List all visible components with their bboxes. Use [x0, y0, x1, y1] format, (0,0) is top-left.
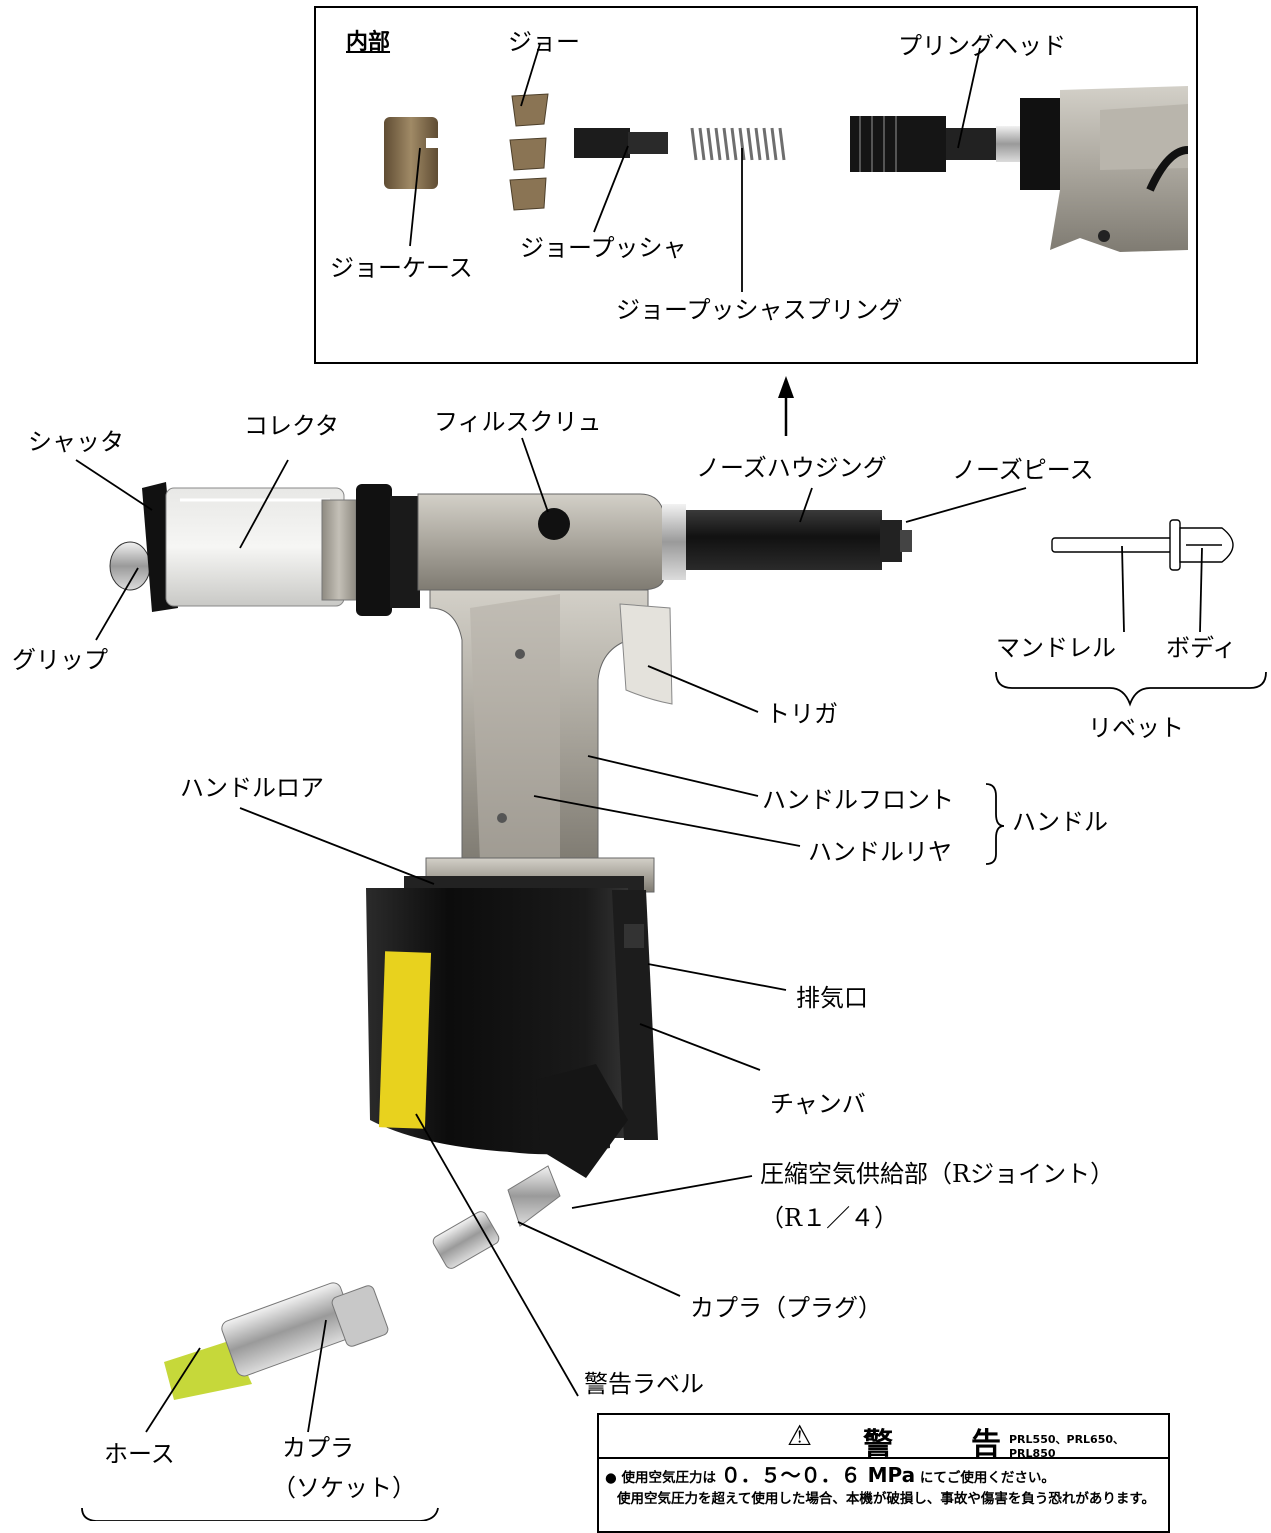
hose-brace [81, 1507, 439, 1521]
warning-title-2: 告 [971, 1427, 1001, 1462]
label-grip: グリップ [12, 646, 108, 674]
leader-lines [75, 437, 1203, 1433]
warning-line-2: 使用空気圧力を超えて使用した場合、本機が破損し、事故や傷害を負う恐れがあります。 [617, 1491, 1155, 1507]
warning-triangle-icon: ⚠ [787, 1419, 813, 1452]
tool-body-shape [417, 493, 665, 591]
internal-parts-inset: 内部 [314, 6, 1198, 364]
detail-arrow [778, 376, 794, 436]
label-coupler-socket-sub: （ソケット） [272, 1474, 416, 1502]
warning-pressure-value: ０．５～０．６ MPa [720, 1463, 916, 1487]
coupler-socket-shape [221, 1282, 357, 1377]
rivet-brace [995, 671, 1267, 707]
warning-models: PRL550、PRL650、PRL850 [1009, 1433, 1125, 1460]
warning-line-1-a: ● 使用空気圧力は [605, 1470, 716, 1486]
handle-brace [985, 783, 1005, 865]
warning-body: ● 使用空気圧力は ０．５～０．６ MPa にてご使用ください。 使用空気圧力を… [605, 1465, 1155, 1510]
label-nose-piece: ノーズピース [952, 456, 1094, 484]
label-nose-housing: ノーズハウジング [696, 454, 887, 482]
braces [81, 671, 1267, 1521]
label-chamber: チャンバ [770, 1090, 866, 1118]
label-hose: ホース [104, 1440, 175, 1468]
inset-title: 内部 [346, 29, 391, 55]
warning-title-1: 警 [863, 1427, 893, 1462]
label-handle-front: ハンドルフロント [762, 786, 954, 814]
air-joint-shape [536, 1064, 628, 1178]
inset-leader-lines [409, 43, 981, 292]
trigger-shape [619, 603, 673, 705]
label-jaw-case: ジョーケース [330, 254, 473, 282]
rivet-shape [1051, 519, 1234, 571]
label-air-supply-size: （R１／４） [760, 1204, 899, 1232]
label-shutter: シャッタ [28, 428, 124, 456]
pulling-head-shape [850, 86, 1189, 252]
collector-assembly [109, 482, 420, 616]
label-handle: ハンドル [1012, 808, 1108, 836]
label-handle-rear: ハンドルリヤ [808, 838, 952, 866]
label-pulling-head: プリングヘッド [898, 32, 1066, 60]
jaw-pusher-spring-shape [690, 127, 786, 161]
warning-line-1: ● 使用空気圧力は ０．５～０．６ MPa にてご使用ください。 [605, 1465, 1155, 1489]
label-coupler-plug: カプラ（プラグ） [690, 1294, 882, 1322]
hose-assembly [164, 1282, 389, 1400]
label-rivet: リベット [1088, 714, 1184, 742]
label-jaw-pusher: ジョープッシャ [520, 234, 687, 262]
jaw-case-shape [384, 117, 438, 189]
jaws-shape [509, 93, 549, 211]
label-fill-screw: フィルスクリュ [434, 408, 602, 436]
warning-label-sticker [378, 951, 432, 1129]
label-body: ボディ [1166, 634, 1237, 662]
nose-housing-shape [686, 510, 882, 570]
hose-shape [164, 1340, 252, 1400]
label-air-supply: 圧縮空気供給部（Rジョイント） [760, 1160, 1115, 1188]
label-collector: コレクタ [244, 412, 340, 440]
warning-box: ⚠ 警 告 PRL550、PRL650、PRL850 ● 使用空気圧力は ０．５… [597, 1413, 1170, 1533]
inset-parts [384, 86, 1189, 252]
fill-screw-shape [538, 508, 570, 540]
warning-header: ⚠ 警 告 PRL550、PRL650、PRL850 [599, 1415, 1168, 1462]
rivet-tool [109, 482, 912, 1269]
label-coupler-socket: カプラ [282, 1434, 354, 1462]
label-warning-label: 警告ラベル [584, 1370, 704, 1398]
warning-line-1-b: にてご使用ください。 [919, 1470, 1055, 1486]
label-handle-lower: ハンドルロア [180, 774, 324, 802]
label-trigger: トリガ [766, 700, 838, 728]
coupler-plug-shape [507, 1165, 561, 1227]
jaw-pusher-shape [574, 128, 630, 158]
label-jaw: ジョー [508, 28, 580, 56]
label-jaw-pusher-spring: ジョープッシャスプリング [616, 296, 903, 324]
label-exhaust: 排気口 [796, 984, 868, 1012]
label-mandrel: マンドレル [996, 634, 1116, 662]
